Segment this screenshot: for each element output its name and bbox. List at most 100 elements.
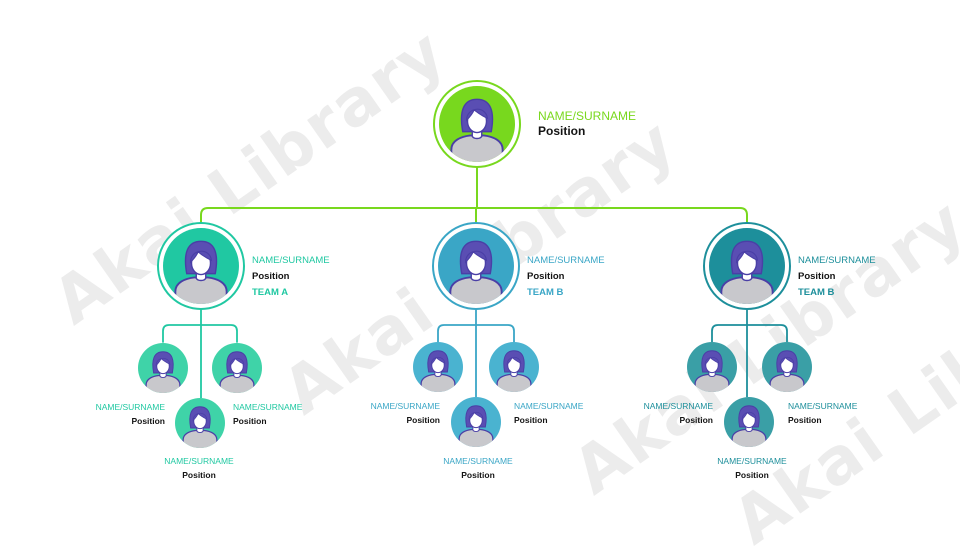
body-shape [720,276,774,304]
person-icon [720,240,774,304]
team-label: TEAM B [527,286,564,298]
manager-name: NAME/SURNAME [798,255,876,266]
team-a-member-3-label: NAME/SURNAME Position [153,456,245,480]
member-name: NAME/SURNAME [643,401,713,411]
member-node [175,398,225,448]
member-position: Position [735,469,769,480]
fringe-shape [741,411,757,421]
member-name: NAME/SURNAME [164,456,234,466]
member-name: NAME/SURNAME [233,402,303,412]
member-name: NAME/SURNAME [95,402,165,412]
member-node [138,343,188,393]
team-b-manager-label: NAME/SURNAME Position TEAM B [527,255,605,299]
member-position: Position [514,414,548,425]
fringe-shape [704,356,720,366]
team-a-member-2-label: NAME/SURNAME Position [233,402,318,426]
member-position: Position [131,415,165,426]
person-icon [496,350,532,392]
manager-node [703,222,791,310]
member-node [762,342,812,392]
manager-position: Position [798,270,836,282]
member-node [212,343,262,393]
person-icon [219,351,255,393]
person-icon [731,405,767,447]
person-icon [449,240,503,304]
member-position: Position [182,469,216,480]
fringe-shape [229,357,245,367]
member-position: Position [461,469,495,480]
fringe-shape [506,356,522,366]
member-name: NAME/SURNAME [788,401,858,411]
body-shape [182,429,218,448]
member-position: Position [788,414,822,425]
member-node [489,342,539,392]
manager-position: Position [527,270,565,282]
fringe-shape [464,250,488,264]
org-chart [138,80,812,448]
body-shape [731,428,767,447]
body-shape [450,134,504,162]
team-b-member-3-label: NAME/SURNAME Position [432,456,524,480]
body-shape [694,373,730,392]
member-name: NAME/SURNAME [370,401,440,411]
root-node [433,80,521,168]
team-a-manager-label: NAME/SURNAME Position TEAM A [252,255,330,299]
body-shape [458,428,494,447]
manager-node [157,222,245,310]
root-label: NAME/SURNAME Position [538,109,636,139]
team-c-member-3-label: NAME/SURNAME Position [706,456,798,480]
fringe-shape [155,357,171,367]
member-node [451,397,501,447]
manager-name: NAME/SURNAME [527,255,605,266]
body-shape [420,373,456,392]
member-name: NAME/SURNAME [514,401,584,411]
person-icon [458,405,494,447]
member-node [724,397,774,447]
team-bus-connector [437,324,515,343]
person-icon [174,240,228,304]
fringe-shape [192,412,208,422]
member-node [687,342,737,392]
root-bus-connector [200,207,748,227]
body-shape [174,276,228,304]
person-icon [182,406,218,448]
body-shape [769,373,805,392]
team-c-manager-label: NAME/SURNAME Position TEAM B [798,255,876,299]
member-name: NAME/SURNAME [717,456,787,466]
person-icon [420,350,456,392]
body-shape [449,276,503,304]
member-position: Position [406,414,440,425]
body-shape [496,373,532,392]
root-position: Position [538,124,586,138]
member-position: Position [233,415,267,426]
fringe-shape [430,356,446,366]
fringe-shape [189,250,213,264]
team-label: TEAM B [798,286,835,298]
fringe-shape [468,411,484,421]
team-bus-connector [711,324,788,343]
body-shape [145,374,181,393]
team-label: TEAM A [252,286,289,298]
person-icon [769,350,805,392]
person-icon [694,350,730,392]
connectors [162,162,788,399]
fringe-shape [779,356,795,366]
team-c-member-2-label: NAME/SURNAME Position [788,401,873,425]
team-bus-connector [162,324,238,343]
manager-node [432,222,520,310]
team-a-member-1-label: NAME/SURNAME Position [80,402,165,426]
body-shape [219,374,255,393]
member-node [413,342,463,392]
person-icon [145,351,181,393]
team-c-member-1-label: NAME/SURNAME Position [628,401,713,425]
fringe-shape [735,250,759,264]
member-position: Position [679,414,713,425]
team-b-member-1-label: NAME/SURNAME Position [355,401,440,425]
nodes [138,80,812,448]
team-b-member-2-label: NAME/SURNAME Position [514,401,599,425]
manager-name: NAME/SURNAME [252,255,330,266]
member-name: NAME/SURNAME [443,456,513,466]
root-name: NAME/SURNAME [538,109,637,123]
person-icon [450,98,504,162]
fringe-shape [465,108,489,122]
